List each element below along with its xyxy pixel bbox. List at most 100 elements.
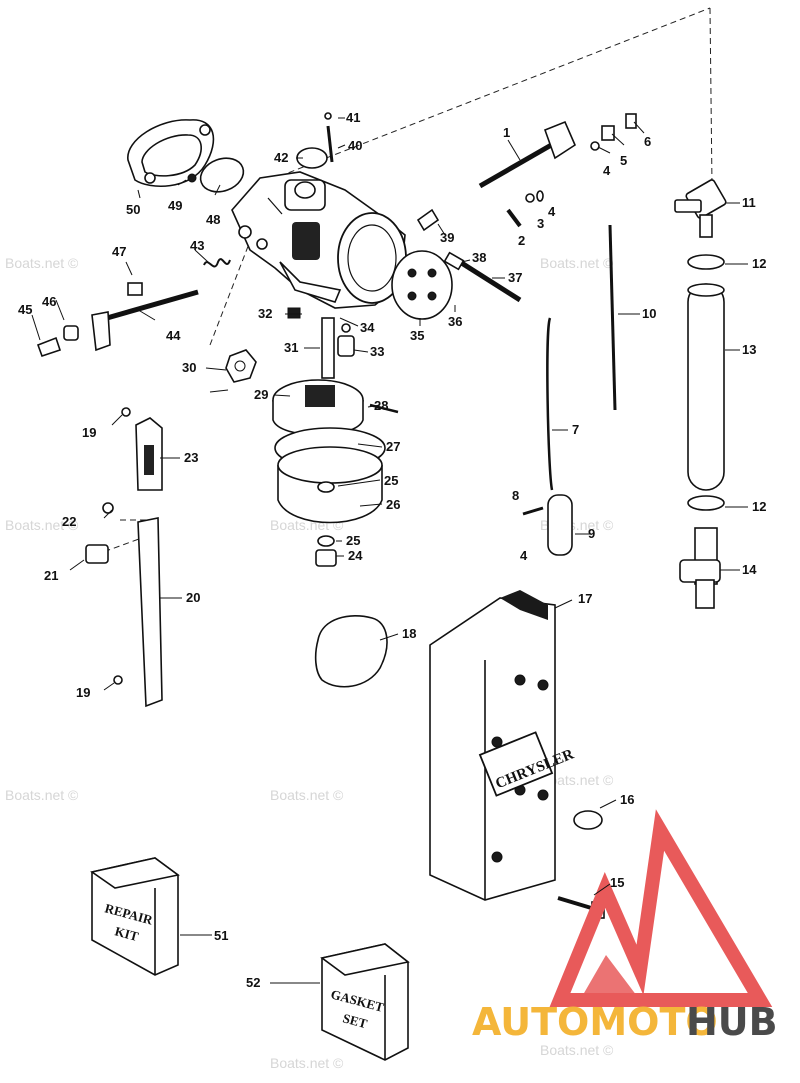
label-part-50: 50: [126, 202, 140, 217]
label-part-1: 1: [503, 125, 510, 140]
label-part-21: 21: [44, 568, 58, 583]
label-part-32: 32: [258, 306, 272, 321]
part-throttle-shaft: [478, 120, 577, 189]
part-cover-housing: CHRYSLER: [429, 590, 576, 901]
label-part-51: 51: [214, 928, 228, 943]
carburetor-body: [231, 171, 407, 309]
label-part-3: 3: [537, 216, 544, 231]
label-part-22: 22: [62, 514, 76, 529]
label-part-9: 9: [588, 526, 595, 541]
repair-kit-line2: KIT: [113, 923, 140, 944]
part-linkage-left: [85, 407, 163, 708]
label-part-14: 14: [742, 562, 757, 577]
watermark: Boats.net ©: [5, 787, 79, 803]
part-tee-fitting: [679, 527, 721, 609]
label-part-19: 19: [76, 685, 90, 700]
label-part-25: 25: [384, 473, 398, 488]
label-part-20: 20: [186, 590, 200, 605]
label-part-8: 8: [512, 488, 519, 503]
part-lever: [547, 494, 573, 556]
label-part-35: 35: [410, 328, 424, 343]
part-spring: [443, 251, 465, 271]
label-part-27: 27: [386, 439, 400, 454]
watermark: Boats.net ©: [540, 772, 614, 788]
label-part-11: 11: [742, 195, 756, 210]
label-part-5: 5: [620, 153, 627, 168]
label-part-40: 40: [348, 138, 362, 153]
part-float: [272, 379, 364, 436]
label-part-38: 38: [472, 250, 486, 265]
label-part-10: 10: [642, 306, 656, 321]
label-part-28: 28: [374, 398, 388, 413]
watermark: Boats.net ©: [540, 1042, 614, 1058]
label-part-12: 12: [752, 256, 766, 271]
label-part-34: 34: [360, 320, 375, 335]
label-part-23: 23: [184, 450, 198, 465]
part-float-bowl: [274, 427, 386, 567]
part-plug: [573, 810, 603, 830]
label-part-44: 44: [166, 328, 181, 343]
part-labels: 1 2 3 4 4 4 5 6 7 8 9 10 11 12 12 13 14 …: [18, 110, 766, 990]
label-part-29: 29: [254, 387, 268, 402]
part-pin: [522, 506, 544, 516]
part-link: [546, 317, 554, 491]
part-gaskets-top: [127, 119, 328, 193]
label-part-31: 31: [284, 340, 298, 355]
label-part-33: 33: [370, 344, 384, 359]
watermarks: Boats.net © Boats.net © Boats.net © Boat…: [5, 255, 614, 1071]
part-gasket-18: [314, 615, 388, 688]
part-hose-clips: [687, 254, 725, 511]
label-part-15: 15: [610, 875, 624, 890]
part-elbow-fitting: [674, 179, 727, 238]
part-fuel-hose: [687, 283, 725, 491]
label-part-7: 7: [572, 422, 579, 437]
leader-lines: [31, 117, 748, 984]
label-part-4: 4: [548, 204, 556, 219]
logo-text-hub: HUB: [686, 1000, 778, 1044]
gasket-set-line2: SET: [341, 1010, 369, 1031]
part-small-hardware: [416, 113, 637, 232]
repair-kit-box: REPAIR KIT: [90, 857, 180, 976]
label-part-39: 39: [440, 230, 454, 245]
label-part-36: 36: [448, 314, 462, 329]
label-part-43: 43: [190, 238, 204, 253]
label-part-41: 41: [346, 110, 360, 125]
label-part-46: 46: [42, 294, 56, 309]
watermark: Boats.net ©: [270, 1055, 344, 1071]
part-needle: [458, 259, 522, 303]
label-part-2: 2: [518, 233, 525, 248]
label-part-17: 17: [578, 591, 592, 606]
watermark: Boats.net ©: [5, 255, 79, 271]
label-part-49: 49: [168, 198, 182, 213]
label-part-18: 18: [402, 626, 416, 641]
gasket-set-box: GASKET SET: [320, 943, 410, 1061]
logo-text-automoto: AUTOMOTO: [472, 1000, 718, 1044]
label-part-26: 26: [386, 497, 400, 512]
label-part-42: 42: [274, 150, 288, 165]
automotohub-logo: AUTOMOTO HUB: [472, 809, 778, 1044]
part-screw-top: [326, 125, 334, 163]
label-part-24: 24: [348, 548, 363, 563]
label-part-19: 19: [82, 425, 96, 440]
label-part-48: 48: [206, 212, 220, 227]
label-part-4: 4: [603, 163, 611, 178]
part-washer-top: [324, 112, 332, 120]
label-part-25: 25: [346, 533, 360, 548]
label-part-6: 6: [644, 134, 651, 149]
label-part-52: 52: [246, 975, 260, 990]
label-part-45: 45: [18, 302, 32, 317]
label-part-4: 4: [520, 548, 528, 563]
part-nuts-screws: [225, 307, 355, 383]
part-choke-shaft-group: [36, 258, 231, 358]
watermark: Boats.net ©: [270, 787, 344, 803]
part-rod: [608, 224, 617, 411]
part-disc-plate: [391, 250, 453, 320]
label-part-16: 16: [620, 792, 634, 807]
label-part-30: 30: [182, 360, 196, 375]
watermark: Boats.net ©: [5, 517, 79, 533]
label-part-47: 47: [112, 244, 126, 259]
watermark: Boats.net ©: [540, 255, 614, 271]
label-part-12: 12: [752, 499, 766, 514]
part-main-jet: [321, 317, 335, 379]
